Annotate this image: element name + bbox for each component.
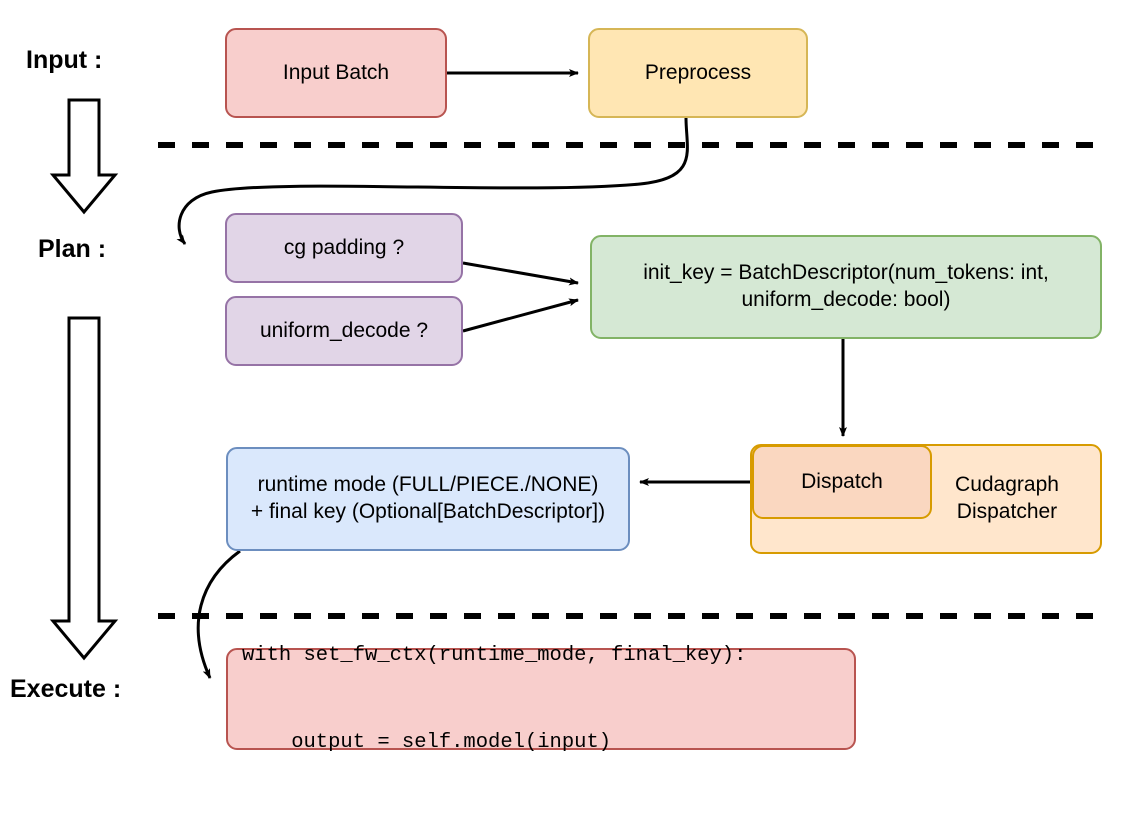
node-execute-code[interactable]: with set_fw_ctx(runtime_mode, final_key)…	[226, 644, 856, 754]
node-execute-code-line2: output = self.model(input)	[242, 731, 612, 755]
node-uniform-decode-label: uniform_decode ?	[259, 318, 429, 342]
diagram-canvas	[49, 69, 1100, 679]
stage-arrow-plan-to-execute	[49, 316, 119, 661]
node-execute-code-line1: with set_fw_ctx(runtime_mode, final_key)…	[242, 643, 747, 667]
node-cg-padding-label: cg padding ?	[283, 235, 405, 259]
node-init-key-line2: uniform_decode: bool)	[741, 288, 951, 311]
node-cudagraph-dispatcher-line2: Dispatcher	[956, 500, 1058, 523]
stage-arrow-input-to-plan	[49, 98, 119, 215]
node-init-key-line1: init_key = BatchDescriptor(num_tokens: i…	[643, 261, 1049, 285]
arrow-preprocess-to-cg-padding	[176, 117, 689, 245]
node-input-batch[interactable]: Input Batch	[225, 28, 447, 118]
node-runtime-mode-line2: + final key (Optional[BatchDescriptor])	[250, 500, 606, 523]
node-preprocess-label: Preprocess	[644, 60, 752, 84]
arrow-runtime-mode-to-execute	[196, 549, 241, 679]
node-cg-padding[interactable]: cg padding ?	[225, 213, 463, 283]
node-input-batch-label: Input Batch	[282, 60, 390, 84]
arrow-uniform-decode-to-init-key	[462, 298, 579, 333]
stage-label-plan: Plan :	[38, 235, 107, 263]
stage-label-execute: Execute :	[10, 675, 122, 703]
node-init-key[interactable]: init_key = BatchDescriptor(num_tokens: i…	[590, 235, 1102, 339]
node-preprocess[interactable]: Preprocess	[588, 28, 808, 118]
node-uniform-decode[interactable]: uniform_decode ?	[225, 296, 463, 366]
arrow-cg-padding-to-init-key	[462, 261, 579, 286]
node-runtime-mode-line1: runtime mode (FULL/PIECE./NONE)	[257, 473, 599, 497]
node-dispatch[interactable]: Dispatch	[752, 445, 932, 519]
node-runtime-mode[interactable]: runtime mode (FULL/PIECE./NONE) + final …	[226, 447, 630, 551]
node-cudagraph-dispatcher-line1: Cudagraph	[955, 473, 1059, 497]
stage-label-input: Input :	[26, 46, 103, 74]
node-dispatch-label: Dispatch	[801, 469, 883, 493]
